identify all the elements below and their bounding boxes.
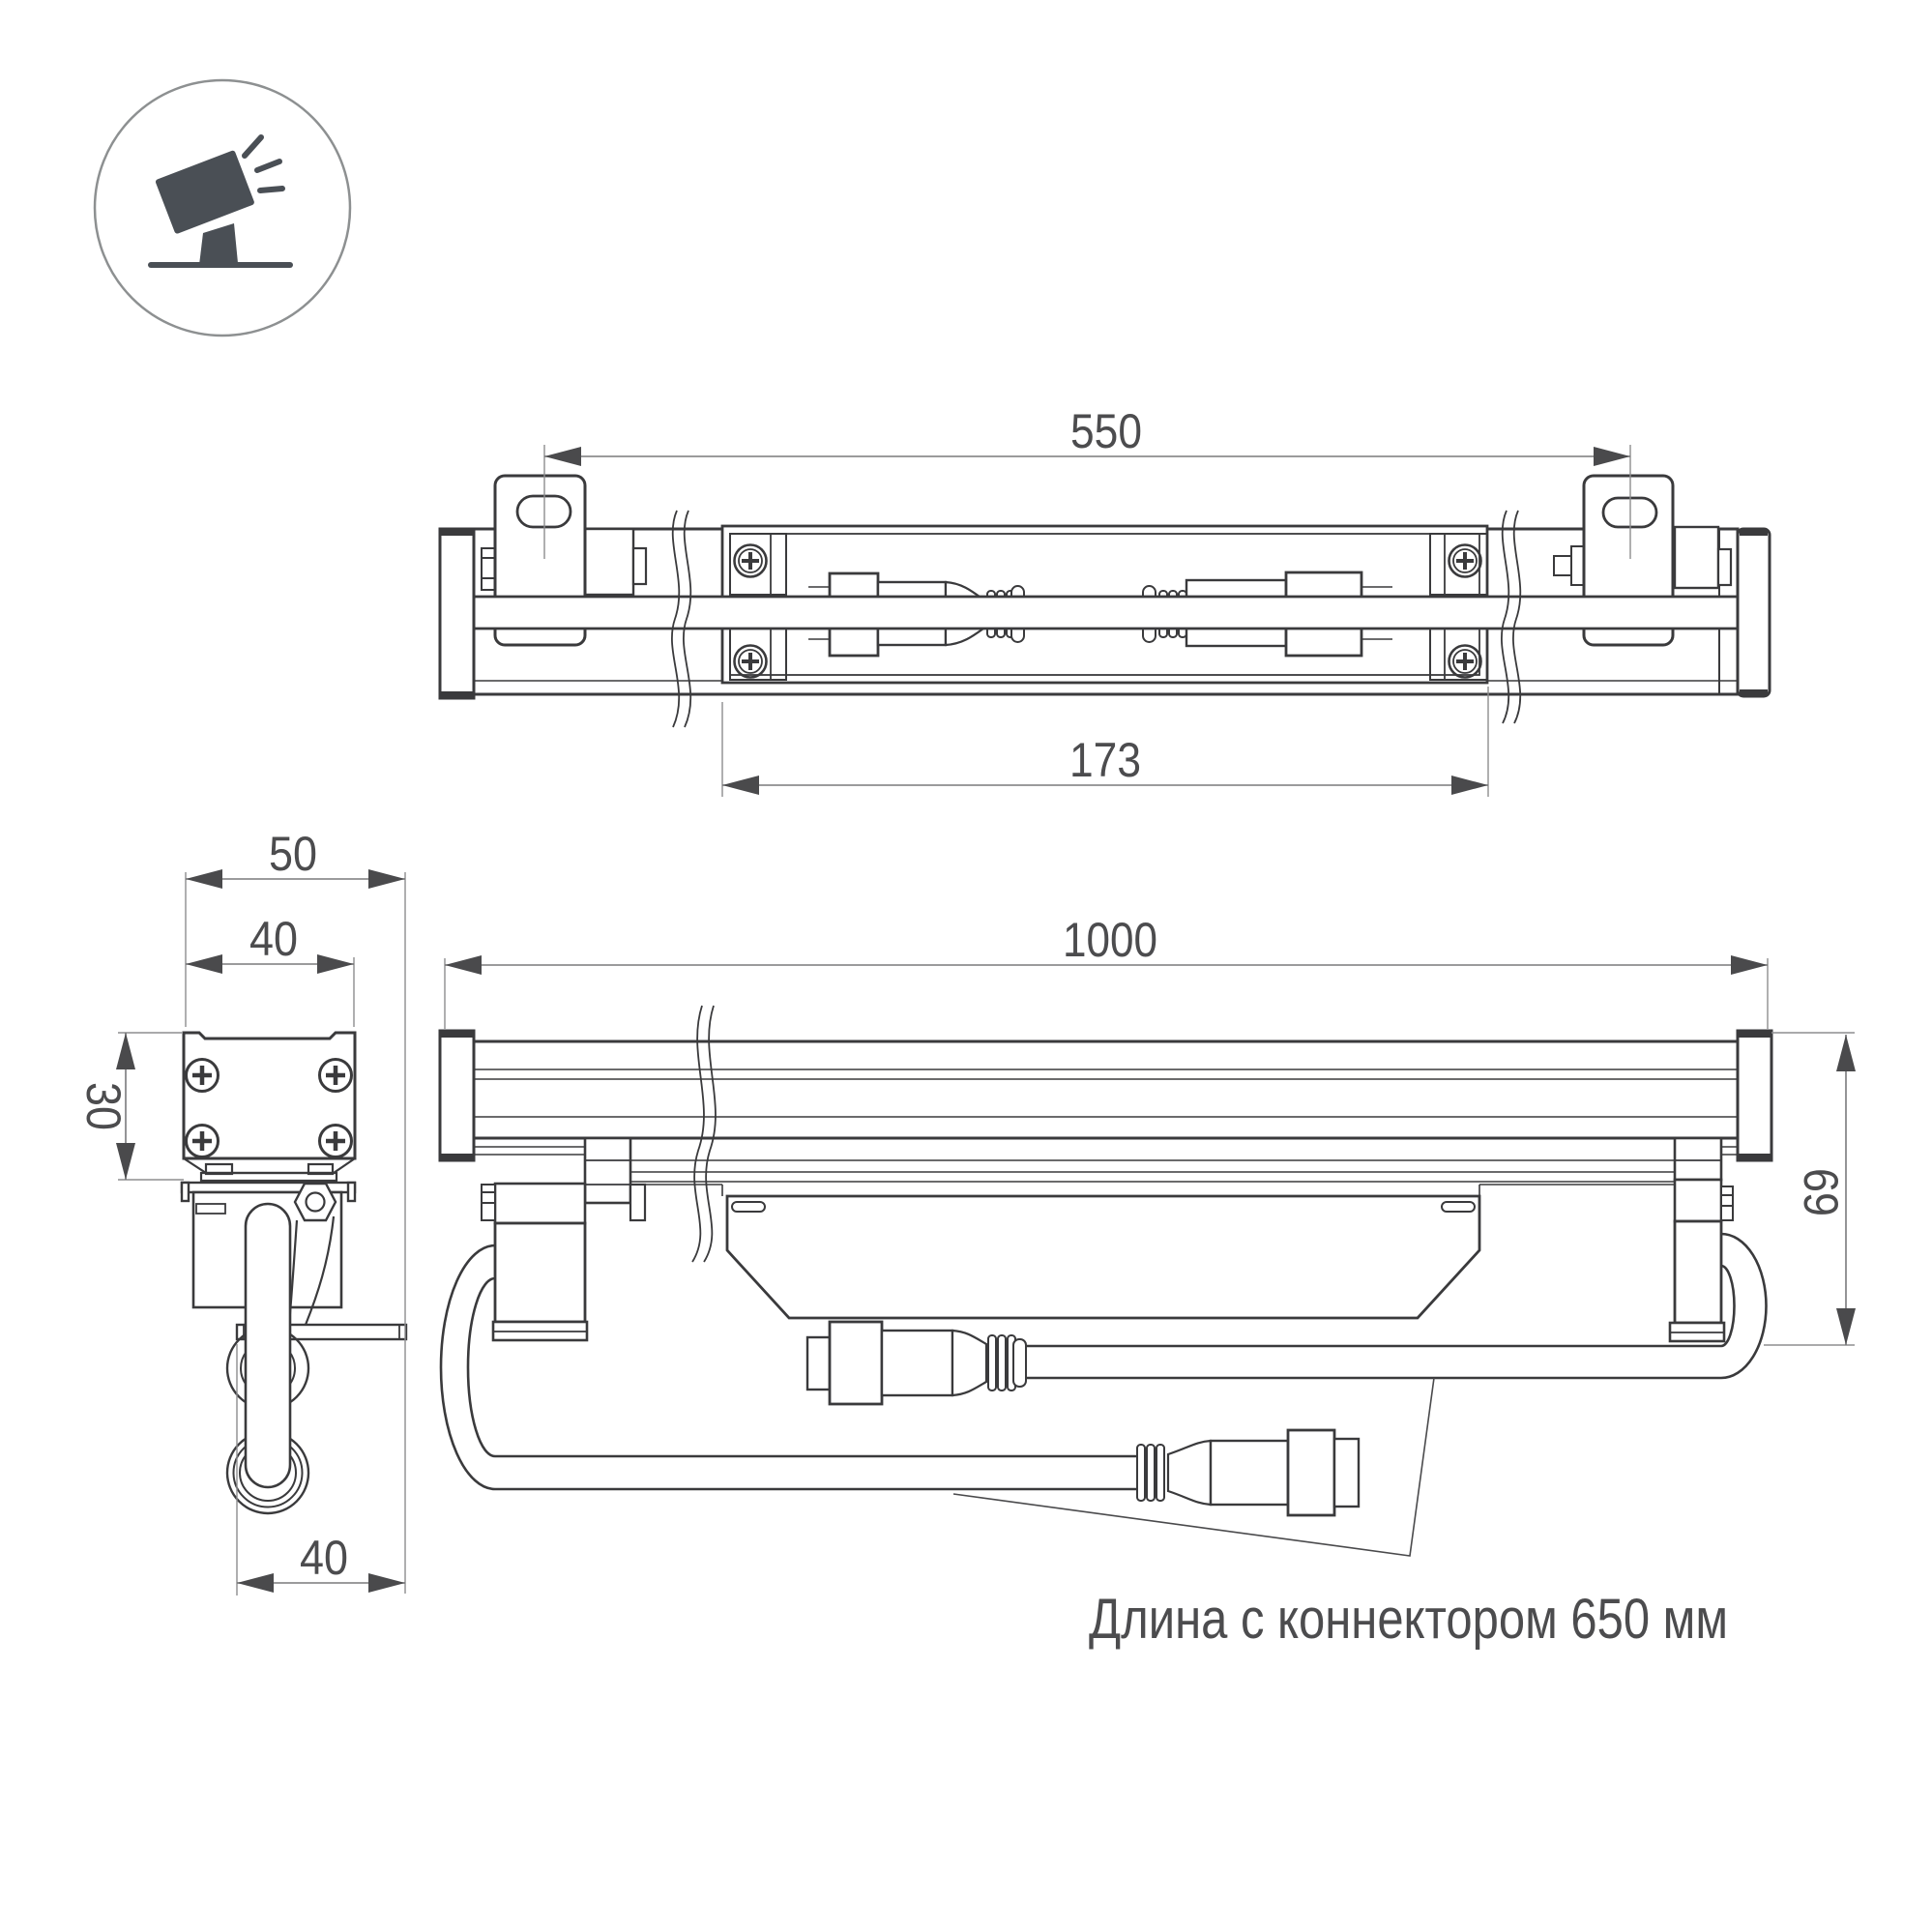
- screw-icon: [1448, 644, 1482, 679]
- side-view: 50 40 30 40: [76, 827, 408, 1595]
- cable-right: [1025, 1232, 1768, 1380]
- side-cable: [244, 1202, 292, 1489]
- screw-icon: [1448, 543, 1482, 578]
- break-line-front: [691, 1005, 717, 1263]
- top-view: 550 173: [438, 404, 1771, 797]
- side-bracket: [182, 1031, 357, 1160]
- leader-line: [952, 1377, 1435, 1557]
- break-line: [671, 510, 1522, 728]
- dim-label-40b: 40: [300, 1531, 348, 1585]
- cable-left: [439, 1244, 1137, 1491]
- icon-ground-line: [148, 262, 293, 268]
- dim-40-top: 40: [186, 912, 355, 1027]
- front-cap-left: [438, 1029, 476, 1162]
- connector-upper: [805, 1320, 1027, 1406]
- end-plate-right: [1736, 527, 1771, 698]
- top-cable: [453, 595, 1769, 630]
- icon-circle: [93, 78, 352, 337]
- dim-550: 550: [543, 404, 1631, 559]
- front-view: 1000 69 Длина с коннектором 650 мм: [438, 913, 1856, 1651]
- dim-label-550: 550: [1070, 404, 1142, 458]
- icon-floodlight-stand: [199, 223, 238, 265]
- side-rail: [183, 1157, 356, 1183]
- dim-1000: 1000: [444, 913, 1769, 1029]
- dim-label-1000: 1000: [1063, 913, 1157, 967]
- dim-label-50: 50: [269, 827, 317, 881]
- dim-label-40: 40: [249, 912, 298, 966]
- front-tube: [472, 1039, 1740, 1140]
- side-screws: [185, 1058, 353, 1158]
- screw-icon: [733, 543, 768, 578]
- tilted-floodlight-icon: [93, 78, 352, 337]
- dim-69: 69: [1764, 1032, 1856, 1346]
- connector-lower: [1136, 1428, 1361, 1517]
- end-plate-left: [438, 527, 476, 700]
- front-bracket-right: [1668, 1136, 1734, 1343]
- dim-173: 173: [721, 687, 1489, 797]
- dim-50: 50: [185, 827, 406, 1594]
- bolt: [1553, 545, 1587, 586]
- front-band: [474, 1146, 1738, 1196]
- screw-plates: [729, 533, 1488, 681]
- screw-icon: [733, 644, 768, 679]
- icon-floodlight-head: [155, 150, 254, 234]
- side-arm-outer: [304, 1215, 336, 1326]
- channel-screws: [733, 543, 1482, 679]
- front-bracket-left: [481, 1136, 647, 1342]
- dim-label-30: 30: [76, 1082, 131, 1130]
- bolt: [481, 547, 496, 591]
- note-cable-length: Длина с коннектором 650 мм: [1089, 1588, 1728, 1651]
- dim-40-bottom: 40: [236, 1344, 405, 1595]
- front-cap-right: [1736, 1029, 1773, 1162]
- icon-light-rays: [242, 134, 285, 193]
- dim-label-173: 173: [1069, 733, 1141, 787]
- dim-label-69: 69: [1794, 1168, 1848, 1216]
- dim-30: 30: [76, 1032, 184, 1181]
- side-hex-bolt: [293, 1182, 337, 1222]
- front-body: [725, 1194, 1481, 1320]
